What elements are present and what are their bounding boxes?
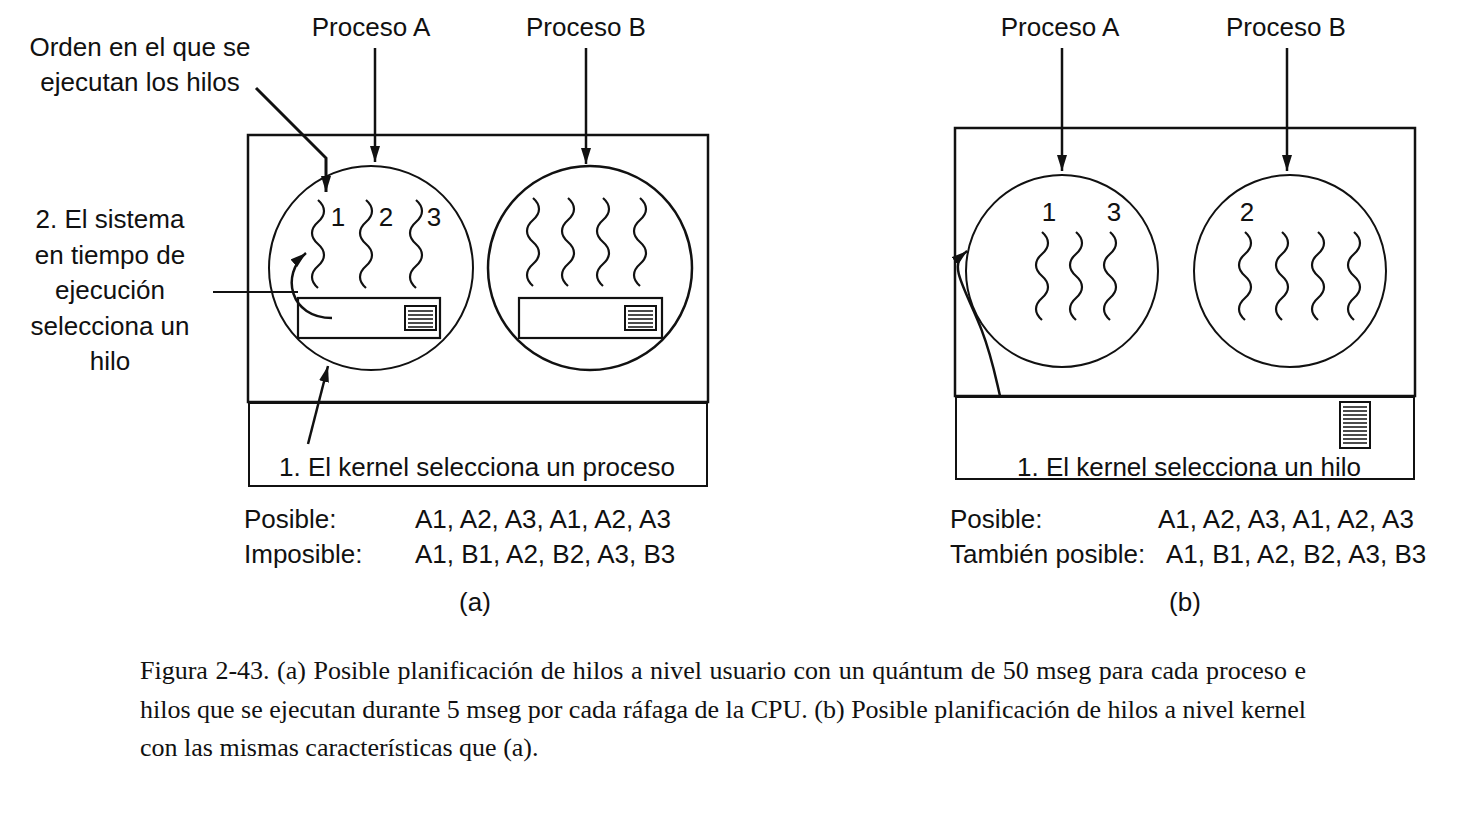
kernel-label: 1. El kernel selecciona un proceso bbox=[279, 452, 675, 482]
pointer-arrow bbox=[1061, 48, 1064, 171]
thread-squiggle bbox=[410, 200, 422, 288]
schedule-sequence: A1, A2, A3, A1, A2, A3 bbox=[415, 502, 671, 537]
runtime-system-box bbox=[298, 298, 440, 338]
thread-table-icon bbox=[625, 306, 656, 330]
thread-squiggle bbox=[1070, 232, 1082, 320]
thread-squiggle bbox=[597, 198, 609, 286]
schedule-sequence: A1, B1, A2, B2, A3, B3 bbox=[415, 537, 675, 572]
panel-label: (a) bbox=[435, 585, 515, 620]
process-circle: 2 bbox=[1193, 174, 1387, 368]
schedule-sequence: A1, B1, A2, B2, A3, B3 bbox=[1166, 537, 1426, 572]
kernel-band: 1. El kernel selecciona un hilo bbox=[955, 396, 1415, 480]
thread-table-icon bbox=[1340, 402, 1370, 448]
thread-number: 1 bbox=[1042, 197, 1056, 227]
process-label: Proceso A bbox=[261, 10, 481, 45]
process-circle: 13 bbox=[965, 174, 1159, 368]
schedule-key: Posible: bbox=[244, 502, 337, 537]
callout-note: Orden en el que se ejecutan los hilos bbox=[23, 30, 258, 100]
runtime-system-box bbox=[519, 298, 662, 338]
thread-table-icon bbox=[405, 306, 436, 330]
thread-number: 2 bbox=[1240, 197, 1254, 227]
thread-squiggle bbox=[562, 198, 574, 286]
process-circle bbox=[488, 166, 692, 370]
process-label: Proceso B bbox=[476, 10, 696, 45]
process-label: Proceso A bbox=[950, 10, 1170, 45]
schedule-key: También posible: bbox=[950, 537, 1145, 572]
schedule-sequence: A1, A2, A3, A1, A2, A3 bbox=[1158, 502, 1414, 537]
thread-squiggle bbox=[1036, 232, 1048, 320]
figure-caption: Figura 2-43. (a) Posible planificación d… bbox=[140, 652, 1306, 768]
panel-label: (b) bbox=[1145, 585, 1225, 620]
thread-squiggle bbox=[527, 198, 539, 286]
kernel-label: 1. El kernel selecciona un hilo bbox=[1017, 452, 1361, 482]
thread-squiggle bbox=[634, 198, 646, 286]
address-space-box bbox=[955, 128, 1415, 396]
pointer-arrow bbox=[308, 366, 328, 444]
thread-number: 1 bbox=[331, 202, 345, 232]
pointer-arrow bbox=[1286, 48, 1289, 171]
pointer-arrow bbox=[585, 48, 588, 164]
schedule-key: Posible: bbox=[950, 502, 1043, 537]
pointer-arrow bbox=[374, 48, 377, 162]
process-circle: 1 2 3 bbox=[268, 165, 474, 371]
thread-number: 3 bbox=[1107, 197, 1121, 227]
thread-squiggle bbox=[1348, 232, 1360, 320]
thread-number: 2 bbox=[379, 202, 393, 232]
thread-number: 3 bbox=[427, 202, 441, 232]
thread-squiggle bbox=[1239, 232, 1251, 320]
selection-arrow bbox=[292, 253, 332, 318]
callout-note: 2. El sistema en tiempo de ejecución sel… bbox=[26, 202, 194, 380]
schedule-key: Imposible: bbox=[244, 537, 363, 572]
thread-squiggle bbox=[1104, 232, 1116, 320]
address-space-box bbox=[248, 135, 708, 402]
leader-line bbox=[213, 291, 298, 293]
process-label: Proceso B bbox=[1176, 10, 1396, 45]
kernel-band: 1. El kernel selecciona un proceso bbox=[248, 402, 708, 487]
thread-squiggle bbox=[312, 200, 324, 288]
thread-squiggle bbox=[360, 200, 372, 288]
thread-squiggle bbox=[1312, 232, 1324, 320]
thread-squiggle bbox=[1276, 232, 1288, 320]
leader-arrow bbox=[256, 88, 326, 192]
